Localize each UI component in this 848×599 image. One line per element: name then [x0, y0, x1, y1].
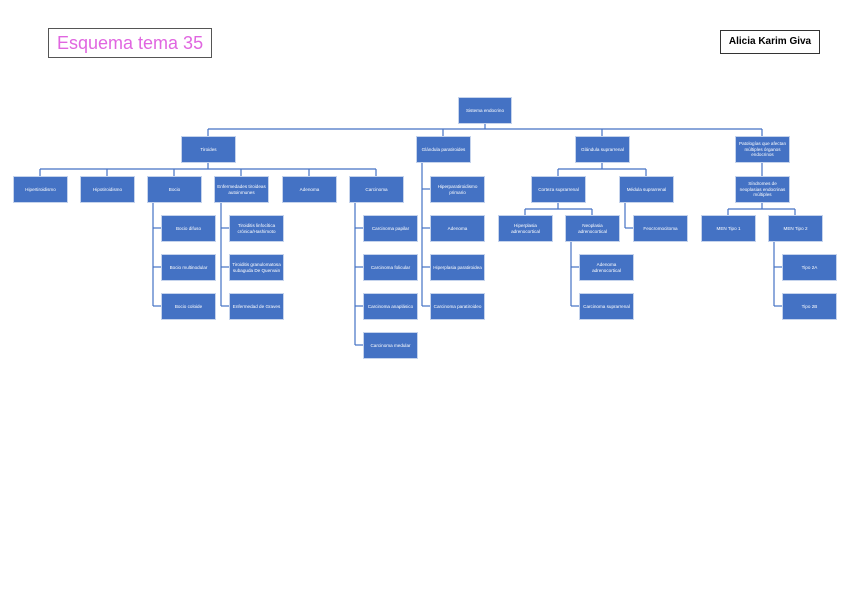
node-medula-suprarrenal[interactable]: Médula suprarrenal [619, 176, 674, 203]
node-sindromes-men[interactable]: Síndromes de neoplasias endocrinas múlti… [735, 176, 790, 203]
node-corteza-suprarrenal[interactable]: Corteza suprarrenal [531, 176, 586, 203]
node-carcinoma-anaplasico[interactable]: Carcinoma anaplásico [363, 293, 418, 320]
node-hiperplasia-adrenocortical[interactable]: Hiperplasia adrenocortical [498, 215, 553, 242]
node-feocromocitoma[interactable]: Feocromocitoma [633, 215, 688, 242]
node-tiroiditis-granulomatosa[interactable]: Tiroiditis granulomatosa subaguda De Que… [229, 254, 284, 281]
node-tipo-2a[interactable]: Tipo 2A [782, 254, 837, 281]
node-adenoma-tiroides[interactable]: Adenoma [282, 176, 337, 203]
node-carcinoma[interactable]: Carcinoma [349, 176, 404, 203]
node-graves[interactable]: Enfermedad de Graves [229, 293, 284, 320]
node-adenoma-paratiroides[interactable]: Adenoma [430, 215, 485, 242]
author-name: Alicia Karim Giva [720, 30, 820, 54]
node-hipotiroidismo[interactable]: Hipotiroidismo [80, 176, 135, 203]
node-hiperparatiroidismo[interactable]: Hiperparatiroidismo primario [430, 176, 485, 203]
node-hipertiroidismo[interactable]: Hipertiroidismo [13, 176, 68, 203]
node-carcinoma-folicular[interactable]: Carcinoma folicular [363, 254, 418, 281]
page-title: Esquema tema 35 [48, 28, 212, 58]
node-men-tipo-1[interactable]: MEN Tipo 1 [701, 215, 756, 242]
node-suprarrenal[interactable]: Glándula suprarrenal [575, 136, 630, 163]
node-patologias[interactable]: Patologías que afectan múltiples órganos… [735, 136, 790, 163]
node-tipo-2b[interactable]: Tipo 2B [782, 293, 837, 320]
node-bocio-multinodular[interactable]: Bocio multinodular [161, 254, 216, 281]
node-tiroides[interactable]: Tiroides [181, 136, 236, 163]
node-carcinoma-paratiroideo[interactable]: Carcinoma paratiroideo [430, 293, 485, 320]
node-paratiroides[interactable]: Glándula paratiroides [416, 136, 471, 163]
node-tiroiditis-linfocitica[interactable]: Tiroiditis linfocítica crónica/Hashimoto [229, 215, 284, 242]
node-carcinoma-medular[interactable]: Carcinoma medular [363, 332, 418, 359]
node-bocio[interactable]: Bocio [147, 176, 202, 203]
node-hiperplasia-paratiroidea[interactable]: Hiperplasia paratiroidea [430, 254, 485, 281]
node-neoplasia-adrenocortical[interactable]: Neoplasia adrenocortical [565, 215, 620, 242]
node-bocio-coloide[interactable]: Bocio coloide [161, 293, 216, 320]
node-carcinoma-suprarrenal[interactable]: Carcinoma suprarrenal [579, 293, 634, 320]
node-adenoma-adrenocortical[interactable]: Adenoma adrenocortical [579, 254, 634, 281]
node-carcinoma-papilar[interactable]: Carcinoma papilar [363, 215, 418, 242]
node-bocio-difuso[interactable]: Bocio difuso [161, 215, 216, 242]
node-enfermedades-autoinmunes[interactable]: Enfermedades tiroideas autoinmunes [214, 176, 269, 203]
node-men-tipo-2[interactable]: MEN Tipo 2 [768, 215, 823, 242]
node-root[interactable]: Sistema endocrino [458, 97, 512, 124]
